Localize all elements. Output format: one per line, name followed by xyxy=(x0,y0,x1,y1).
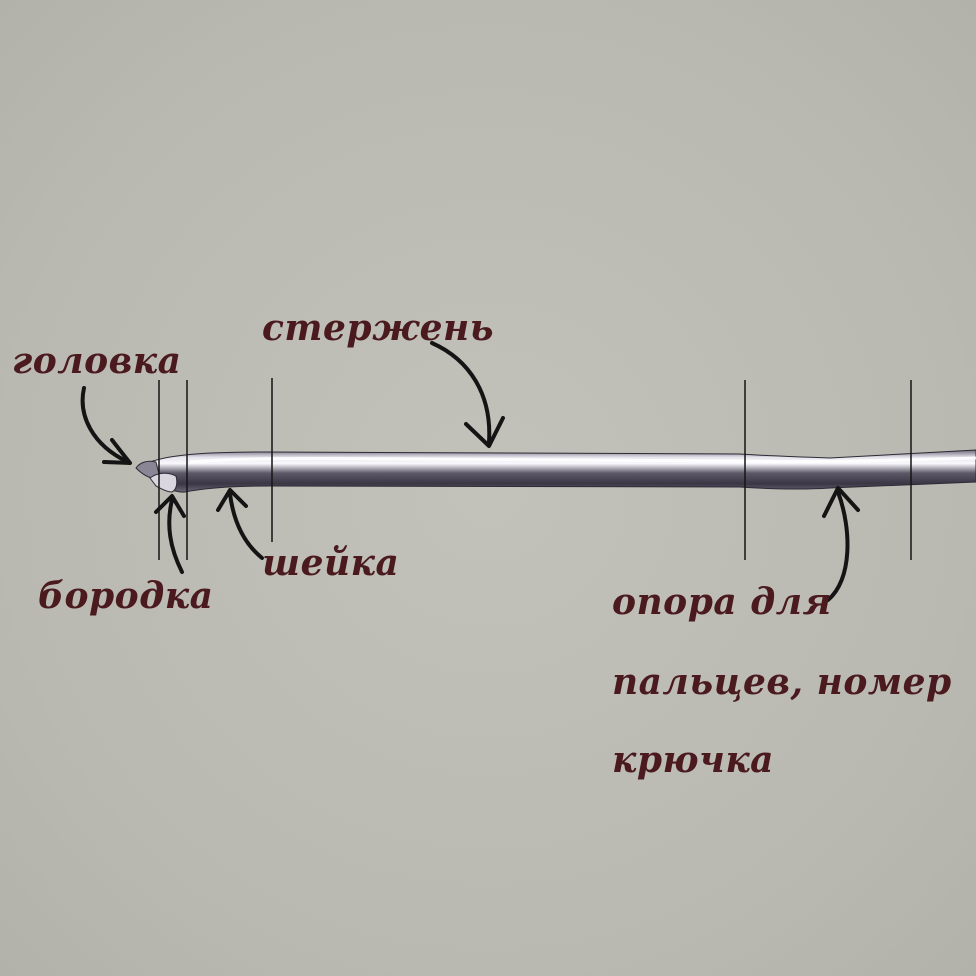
arrow-neck-icon xyxy=(228,492,264,560)
arrow-grip-tip-icon xyxy=(822,486,860,518)
arrow-shaft-tip-icon xyxy=(464,416,505,448)
hook-barb xyxy=(149,472,178,493)
arrow-shaft-icon xyxy=(430,341,492,444)
label-grip-line1: опора для xyxy=(612,581,832,623)
arrow-head-icon xyxy=(80,386,130,464)
label-grip-line2: пальцев, номер xyxy=(612,661,952,703)
arrow-barb-tip-icon xyxy=(154,494,186,518)
label-neck: шейка xyxy=(262,542,400,584)
label-barb: бородка xyxy=(38,575,214,617)
label-head: головка xyxy=(12,340,182,382)
arrow-head-tip-icon xyxy=(102,438,132,465)
label-grip-line3: крючка xyxy=(612,739,775,781)
label-shaft: стержень xyxy=(262,307,494,349)
hook-highlight xyxy=(189,456,976,464)
hook-head xyxy=(135,460,161,479)
arrow-grip-icon xyxy=(826,490,850,602)
hook-shaft xyxy=(149,449,976,493)
arrow-barb-icon xyxy=(167,498,184,574)
arrow-neck-tip-icon xyxy=(216,488,248,512)
